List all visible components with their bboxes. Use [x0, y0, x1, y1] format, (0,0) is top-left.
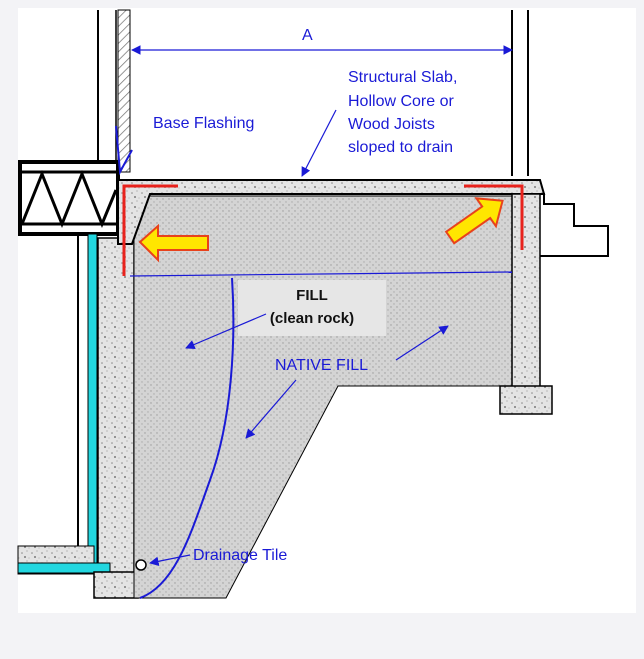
- label-native-fill: NATIVE FILL: [275, 357, 368, 374]
- svg-text:Structural Slab,: Structural Slab,: [348, 69, 457, 86]
- label-fill: FILL: [296, 287, 328, 304]
- footing-left: [93, 571, 139, 599]
- flashing-right: [464, 184, 524, 250]
- floor-joist-truss: [18, 160, 120, 236]
- label-drainage-tile: Drainage Tile: [193, 547, 287, 564]
- drain-pipe-icon: [135, 559, 147, 571]
- svg-text:Wood Joists: Wood Joists: [348, 116, 435, 133]
- slab-underside-line: [129, 271, 513, 277]
- insulation-board: [87, 233, 98, 573]
- label-base-flashing: Base Flashing: [153, 115, 254, 132]
- flashing-left: [122, 184, 178, 276]
- label-structural-slab: Structural Slab, Hollow Core or Wood Joi…: [348, 69, 457, 156]
- flow-arrow-left-icon: [138, 223, 209, 263]
- dimension-label: A: [302, 27, 313, 44]
- fill-label-box: [238, 280, 386, 336]
- svg-text:Hollow Core or: Hollow Core or: [348, 93, 454, 110]
- foundation-wall-left: [97, 237, 135, 575]
- foundation-wall-right: [511, 193, 541, 389]
- right-wall: [511, 10, 529, 176]
- label-clean-rock: (clean rock): [270, 310, 354, 327]
- flow-arrow-up-right-icon: [444, 197, 504, 245]
- drainage-path: [139, 277, 235, 599]
- exterior-steps: [540, 193, 609, 257]
- footing-right: [499, 385, 553, 415]
- upper-wall: [97, 9, 131, 173]
- svg-text:sloped to drain: sloped to drain: [348, 139, 453, 156]
- base-flashing-mark: [115, 125, 133, 176]
